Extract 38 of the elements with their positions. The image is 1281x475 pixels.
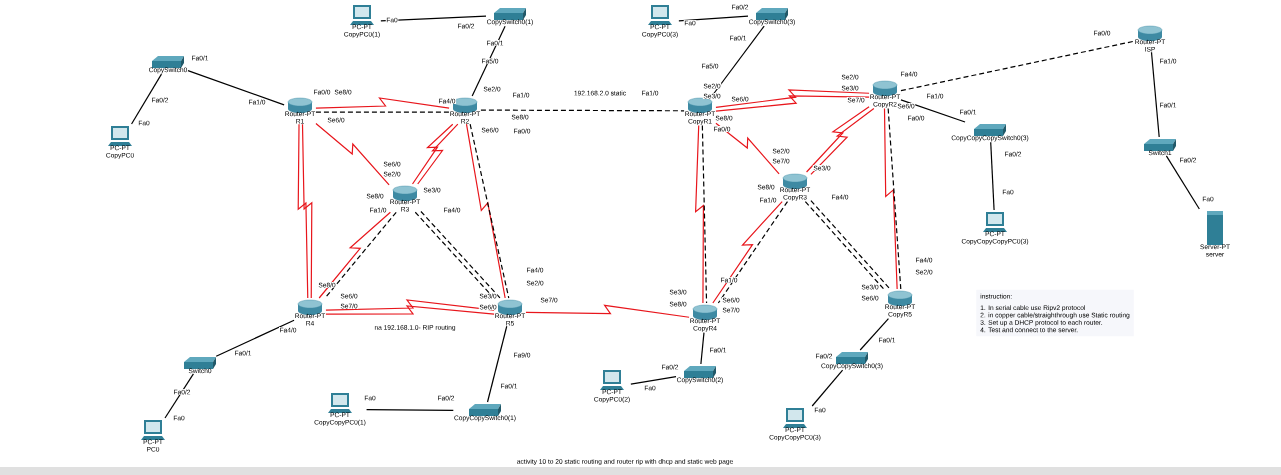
cable [811, 369, 844, 407]
cable [810, 200, 891, 290]
cable [318, 211, 391, 299]
cable [480, 109, 685, 112]
cable [325, 305, 495, 315]
cable [859, 317, 890, 351]
cable [417, 123, 459, 185]
cable [630, 376, 677, 385]
cable [315, 97, 450, 109]
cable [887, 108, 902, 290]
cable [525, 304, 690, 318]
cable [380, 15, 487, 22]
cable [900, 99, 966, 123]
cable [297, 123, 309, 299]
cable [715, 89, 870, 108]
cable [187, 70, 285, 106]
cable [411, 123, 454, 185]
cable [700, 331, 705, 365]
cable [1165, 155, 1200, 210]
cable [365, 409, 454, 412]
cable [1150, 51, 1160, 138]
cable [325, 299, 495, 311]
cable [215, 319, 295, 357]
cable [701, 124, 708, 304]
cable [324, 211, 397, 299]
cable [883, 108, 898, 290]
cable [315, 111, 450, 113]
cable [486, 325, 508, 403]
cable [694, 124, 704, 304]
cable [471, 25, 506, 97]
cable [130, 73, 163, 125]
cable [315, 122, 390, 186]
cable [900, 40, 1135, 92]
cable [678, 15, 749, 22]
cable [715, 95, 870, 112]
cable [715, 122, 780, 175]
cable [301, 123, 313, 299]
cable [804, 201, 885, 291]
